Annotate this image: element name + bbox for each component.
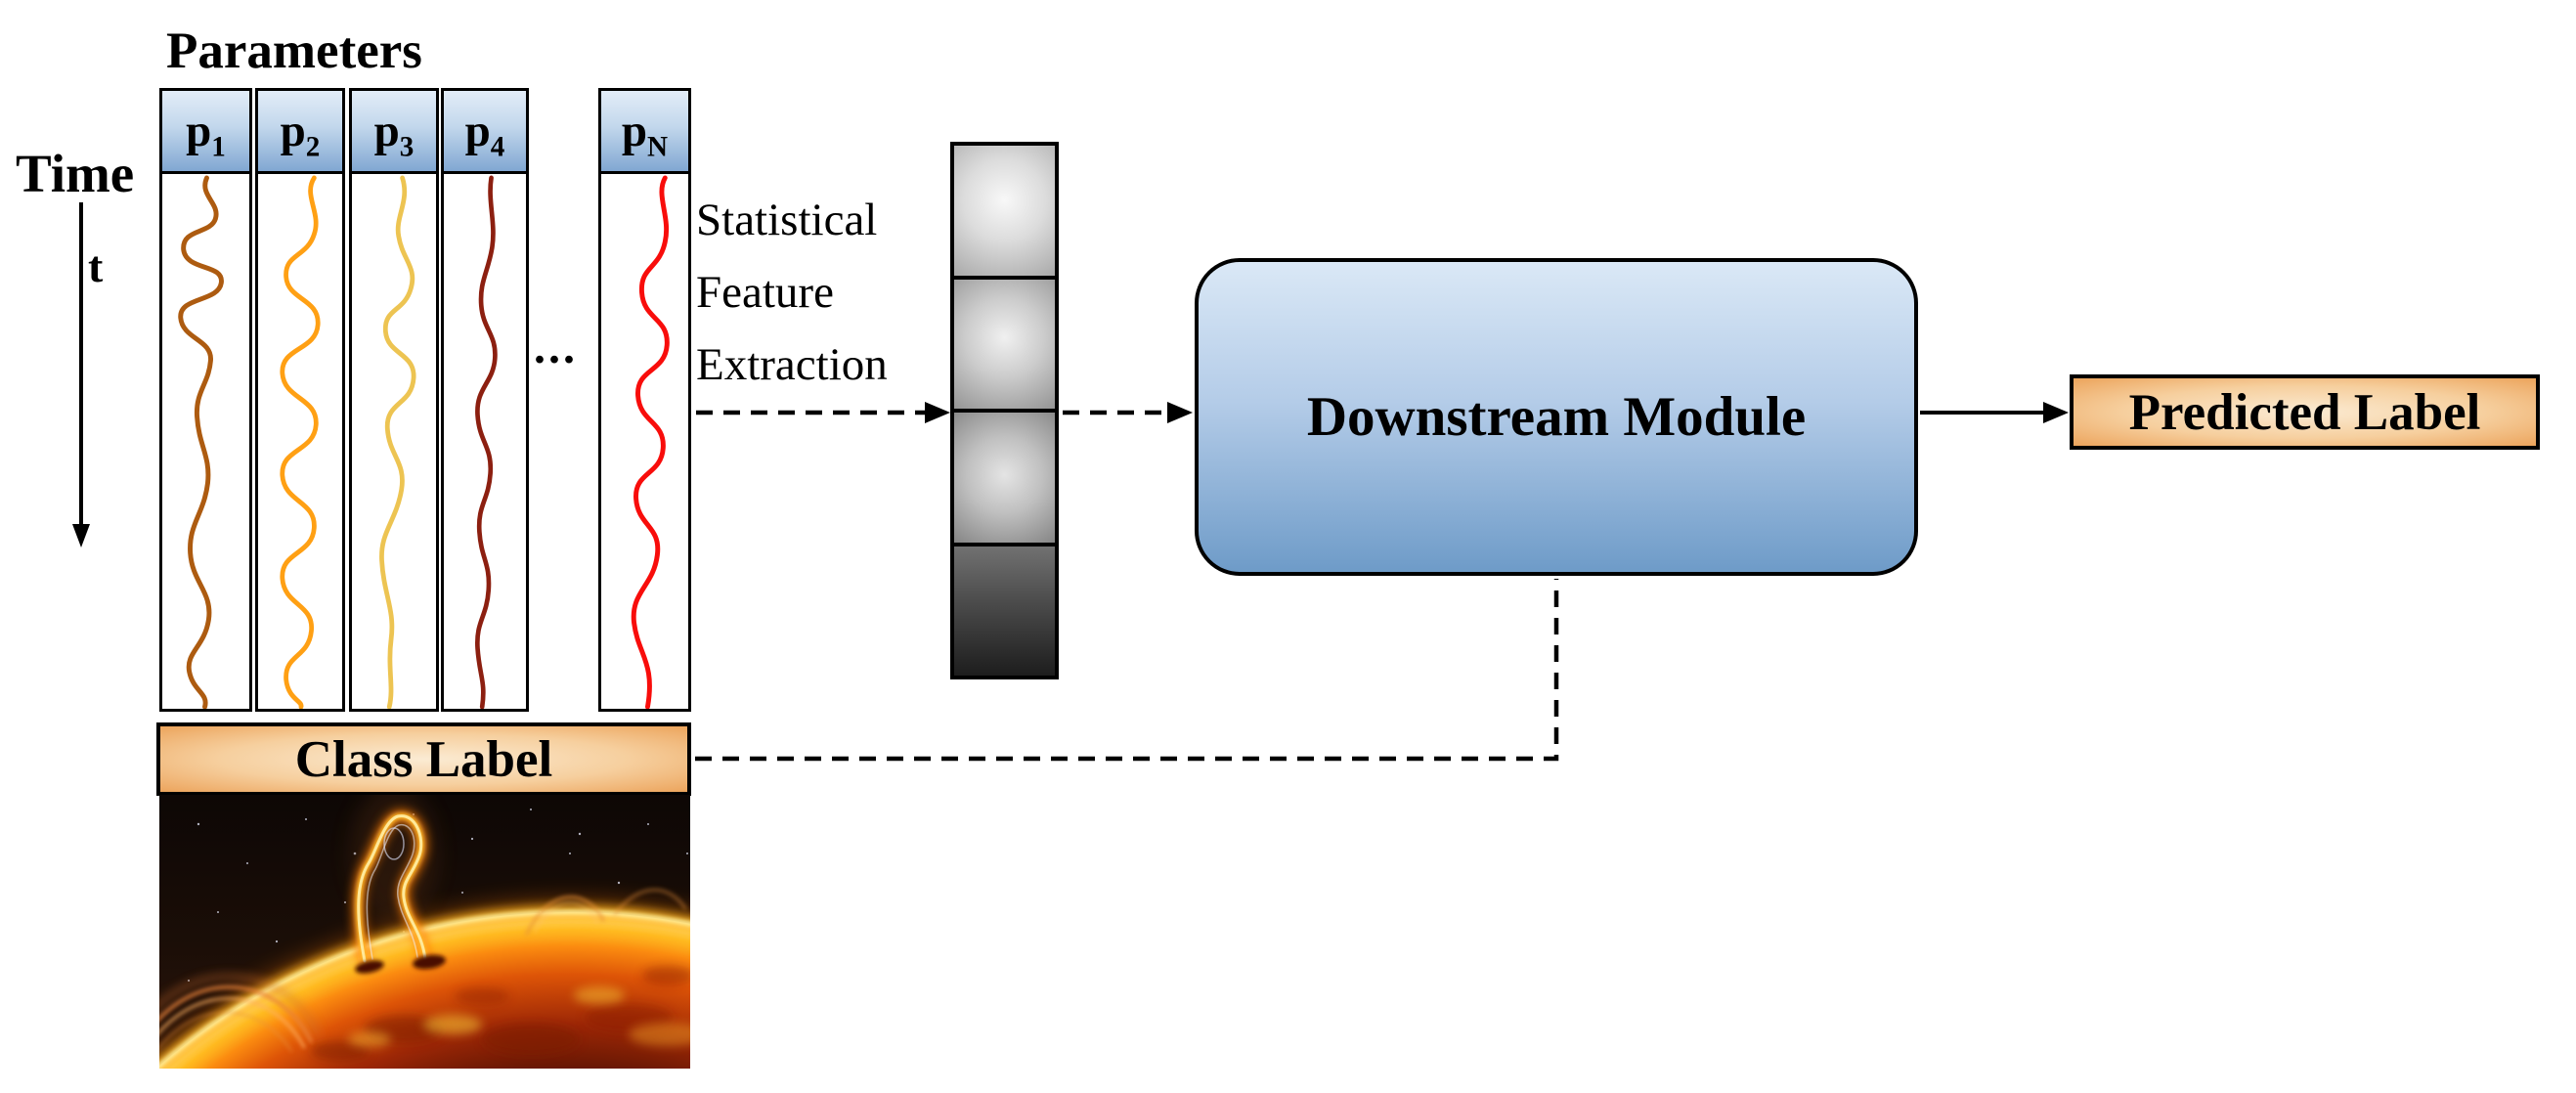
stat-line-1: Statistical	[696, 195, 878, 245]
feature-cell-2	[954, 275, 1055, 409]
timeseries-curve-p4	[475, 175, 498, 709]
downstream-module-label: Downstream Module	[1306, 386, 1807, 448]
param-column-p4: p4	[441, 88, 529, 712]
sunspots	[355, 954, 446, 974]
time-arrow-head	[72, 524, 90, 547]
param-label-p3: p3	[373, 106, 415, 163]
param-column-p3: p3	[349, 88, 439, 712]
param-header-p3: p3	[352, 91, 436, 174]
predicted-label-text: Predicted Label	[2128, 383, 2481, 441]
timeseries-panel-p3	[352, 174, 436, 709]
class-label-text: Class Label	[294, 730, 553, 788]
param-column-pN: pN	[598, 88, 691, 712]
timeseries-curve-pN	[631, 175, 670, 709]
timeseries-panel-p2	[258, 174, 342, 709]
feature-cell-1	[954, 146, 1055, 276]
param-header-p1: p1	[162, 91, 249, 174]
time-label: Time	[16, 144, 135, 203]
timeseries-panel-p1	[162, 174, 249, 709]
stat-extraction-arrow-head	[925, 402, 950, 423]
coronal-loop	[352, 809, 432, 968]
stat-extraction-label: Statistical Feature Extraction	[696, 184, 888, 401]
timeseries-curve-p1	[178, 175, 224, 709]
param-header-p2: p2	[258, 91, 342, 174]
downstream-module-box: Downstream Module	[1195, 258, 1918, 576]
param-label-p4: p4	[464, 106, 505, 163]
feature-cell-3	[954, 409, 1055, 543]
sun-surface-mottling	[311, 966, 690, 1061]
param-column-p1: p1	[159, 88, 252, 712]
param-header-p4: p4	[444, 91, 526, 174]
timeseries-curve-p3	[379, 175, 416, 709]
feature-vector	[950, 142, 1059, 679]
sun-limb-glow	[159, 897, 690, 1069]
stat-line-3: Extraction	[696, 339, 888, 390]
feature-cell-4	[954, 542, 1055, 676]
sun-image	[159, 795, 690, 1069]
param-label-p1: p1	[186, 106, 226, 163]
class-label-box: Class Label	[156, 722, 691, 796]
feature-to-module-arrow-head	[1167, 402, 1193, 423]
timeseries-curve-p2	[280, 175, 321, 709]
param-label-pN: pN	[621, 106, 669, 163]
param-label-p2: p2	[280, 106, 321, 163]
stat-line-2: Feature	[696, 267, 834, 318]
param-header-pN: pN	[601, 91, 688, 174]
right-limb-loops	[525, 888, 687, 936]
time-axis-symbol: t	[88, 241, 104, 291]
predicted-label-box: Predicted Label	[2070, 374, 2540, 450]
ellipsis: ...	[534, 322, 578, 373]
parameters-title: Parameters	[166, 22, 422, 79]
param-column-p2: p2	[255, 88, 345, 712]
module-to-predicted-arrow-head	[2043, 402, 2069, 423]
left-limb-loop	[159, 974, 321, 1052]
class-label-to-module-connector	[695, 579, 1559, 762]
timeseries-panel-pN	[601, 174, 688, 709]
timeseries-panel-p4	[444, 174, 526, 709]
